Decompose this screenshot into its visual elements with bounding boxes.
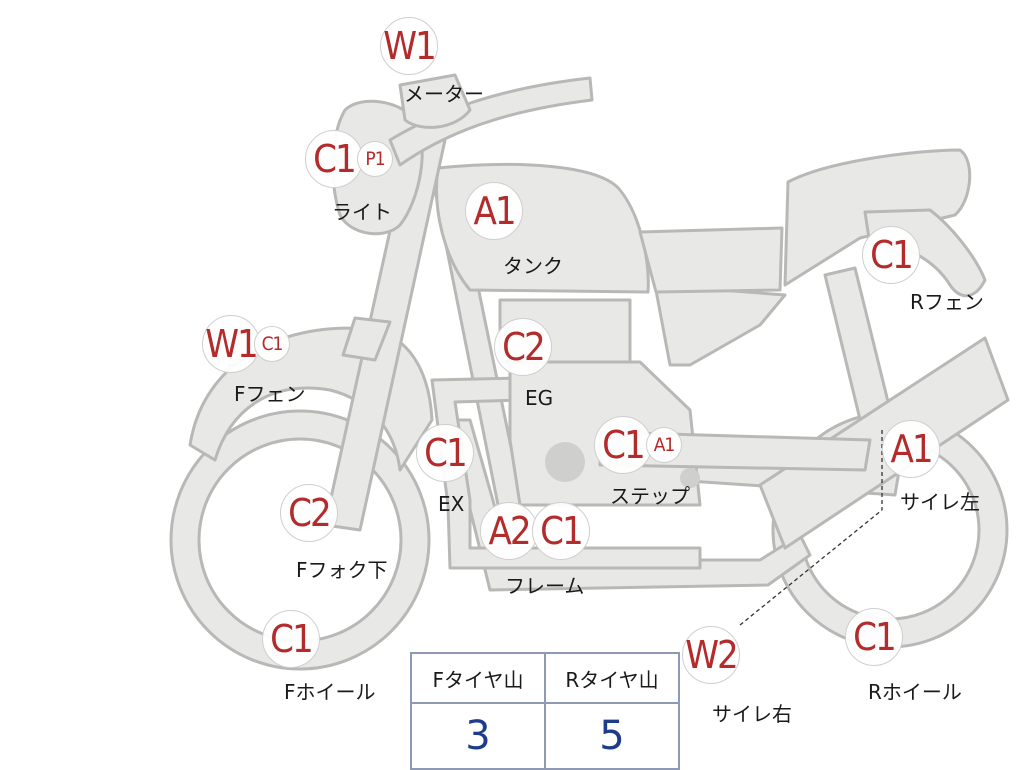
- tire-tread-header-row: Fタイヤ山 Rタイヤ山: [410, 652, 680, 704]
- engine-cover-shape: [545, 442, 585, 482]
- engine-code-1: C2: [494, 318, 552, 376]
- exhaust-label: EX: [438, 492, 465, 516]
- side-cover-shape: [653, 283, 787, 367]
- f-fender-code-2: C1: [254, 326, 290, 362]
- meter-code-1: W1: [380, 17, 438, 75]
- r-tire-tread-value: 5: [544, 702, 680, 770]
- f-wheel-code-1: C1: [262, 610, 320, 668]
- f-tire-tread-value: 3: [410, 702, 546, 770]
- frame-code-2: C1: [532, 502, 590, 560]
- engine-label: EG: [525, 386, 554, 410]
- muffler-right-label: サイレ右: [712, 702, 792, 726]
- tank-label: タンク: [503, 254, 563, 278]
- f-wheel-badge: C1: [262, 610, 320, 668]
- light-label: ライト: [332, 200, 392, 224]
- step-badge: C1 A1: [594, 416, 682, 474]
- muffler-right-code-1: W2: [682, 626, 740, 684]
- light-code-2: P1: [357, 141, 393, 177]
- muffler-right-badge: W2: [682, 626, 740, 684]
- light-badge: C1 P1: [305, 130, 393, 188]
- f-fender-label: Fフェン: [234, 382, 306, 406]
- r-fender-badge: C1: [862, 226, 920, 284]
- r-wheel-code-1: C1: [845, 608, 903, 666]
- r-wheel-badge: C1: [845, 608, 903, 666]
- step-label: ステップ: [610, 484, 690, 508]
- tire-tread-table: Fタイヤ山 Rタイヤ山 3 5: [410, 652, 680, 770]
- muffler-right-leader: [739, 509, 883, 626]
- r-wheel-label: Rホイール: [868, 680, 962, 704]
- step-code-2: A1: [646, 427, 682, 463]
- exhaust-code-1: C1: [416, 424, 474, 482]
- r-fender-label: Rフェン: [910, 290, 984, 314]
- muffler-left-code-1: A1: [882, 420, 940, 478]
- meter-shape: [398, 73, 472, 129]
- tank-code-1: A1: [465, 182, 523, 240]
- meter-label: メーター: [404, 82, 484, 106]
- muffler-left-label: サイレ左: [900, 490, 980, 514]
- seat-front-shape: [638, 226, 784, 294]
- f-fork-lower-badge: C2: [280, 484, 338, 542]
- r-tire-tread-header: Rタイヤ山: [544, 652, 680, 704]
- f-fender-badge: W1 C1: [202, 315, 290, 373]
- frame-code-1: A2: [480, 502, 538, 560]
- engine-bolt-shape: [680, 468, 700, 488]
- f-fork-lower-code-1: C2: [280, 484, 338, 542]
- frame-label: フレーム: [505, 574, 585, 598]
- f-fender-code-1: W1: [202, 315, 260, 373]
- exhaust-badge: C1: [416, 424, 474, 482]
- fork-boot-shape: [341, 316, 392, 362]
- tire-tread-value-row: 3 5: [410, 702, 680, 770]
- muffler-left-badge: A1: [882, 420, 940, 478]
- meter-badge: W1: [380, 17, 438, 75]
- engine-badge: C2: [494, 318, 552, 376]
- step-code-1: C1: [594, 416, 652, 474]
- light-code-1: C1: [305, 130, 363, 188]
- r-fender-code-1: C1: [862, 226, 920, 284]
- tank-badge: A1: [465, 182, 523, 240]
- frame-badge: A2 C1: [480, 502, 590, 560]
- f-fork-lower-label: Fフォク下: [296, 558, 388, 582]
- f-wheel-label: Fホイール: [284, 680, 376, 704]
- f-tire-tread-header: Fタイヤ山: [410, 652, 546, 704]
